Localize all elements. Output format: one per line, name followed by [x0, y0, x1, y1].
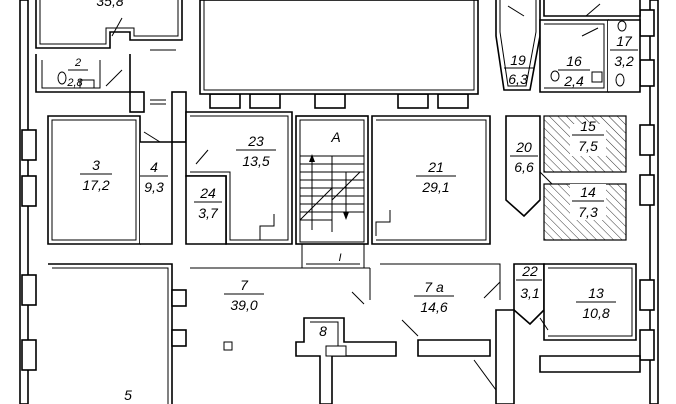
- room-22-number: 22: [521, 263, 538, 279]
- bottom-right-walls: [473, 309, 641, 404]
- room-2-number: 2: [74, 57, 81, 69]
- room-4-number: 4: [150, 159, 158, 175]
- room-19-number: 19: [510, 52, 526, 68]
- room-7-number: 7: [240, 277, 249, 293]
- room-8: 8: [295, 317, 397, 404]
- room-16: 16 2,4: [539, 19, 609, 93]
- room-7a-area: 14,6: [420, 299, 447, 315]
- room-14-number: 14: [580, 184, 596, 200]
- room-22: 22 3,1: [513, 263, 545, 326]
- sink-icon: [79, 79, 95, 89]
- room-17-number: 17: [616, 33, 633, 49]
- room-17: 17 3,2: [608, 19, 641, 93]
- stair-a-label: A: [330, 129, 340, 145]
- outer-walls: [19, 0, 659, 404]
- room-7: 7 39,0: [190, 267, 371, 351]
- toilet-icon: [591, 71, 603, 83]
- room-15: 15 7,5: [543, 115, 627, 173]
- room-13: 13 10,8: [539, 263, 637, 341]
- room-19: 19 6,3: [495, 0, 541, 91]
- top-right-small-room: [543, 0, 641, 17]
- room-24-area: 3,7: [198, 205, 219, 221]
- room-24: 24 3,7: [185, 175, 227, 245]
- room-21-number: 21: [427, 159, 444, 175]
- room-17-area: 3,2: [614, 53, 634, 69]
- room-13-area: 10,8: [582, 305, 609, 321]
- room-23-area: 13,5: [242, 153, 269, 169]
- room-3-area: 17,2: [82, 177, 109, 193]
- room-3-number: 3: [92, 157, 100, 173]
- room-7a: 7 a 14,6: [380, 263, 501, 357]
- corridor-left: [129, 91, 187, 143]
- room-21-area: 29,1: [421, 179, 449, 195]
- room-4-area: 9,3: [144, 179, 164, 195]
- stair-treads: [299, 163, 364, 221]
- room-14: 14 7,3: [543, 183, 627, 241]
- room-19-area: 6,3: [508, 71, 528, 87]
- room-7a-number: 7 a: [424, 279, 444, 295]
- room-13-number: 13: [588, 285, 604, 301]
- toilet-icon: [617, 20, 627, 32]
- room-21: 21 29,1: [371, 115, 491, 245]
- room-4: 4 9,3: [140, 131, 173, 245]
- sink-icon: [550, 70, 560, 82]
- room-15-area: 7,5: [578, 138, 598, 154]
- room-22-area: 3,1: [520, 285, 539, 301]
- room-14-area: 7,3: [578, 204, 598, 220]
- toilet-icon: [57, 71, 67, 85]
- room-5-number: 5: [124, 387, 132, 403]
- room-20-area: 6,6: [514, 159, 534, 175]
- room-20-number: 20: [515, 139, 532, 155]
- room-2-area: 2,8: [66, 77, 83, 89]
- room-24-number: 24: [199, 185, 216, 201]
- room-7-area: 39,0: [230, 297, 257, 313]
- room-23-number: 23: [247, 133, 264, 149]
- toilet-icon: [615, 73, 625, 87]
- room-1-area: 35,8: [96, 0, 123, 9]
- room-15-number: 15: [580, 118, 596, 134]
- room-2: 2 2,8: [35, 49, 176, 93]
- room-16-area: 2,4: [563, 73, 584, 89]
- stair-i-label: I: [338, 252, 341, 264]
- room-1: 35,8: [35, 0, 183, 49]
- stair-a: A I: [295, 115, 369, 268]
- room-8-number: 8: [319, 323, 327, 339]
- room-16-number: 16: [566, 53, 582, 69]
- room-5: 5: [48, 263, 187, 404]
- room-20: 20 6,6: [505, 115, 553, 218]
- central-block: [199, 0, 479, 95]
